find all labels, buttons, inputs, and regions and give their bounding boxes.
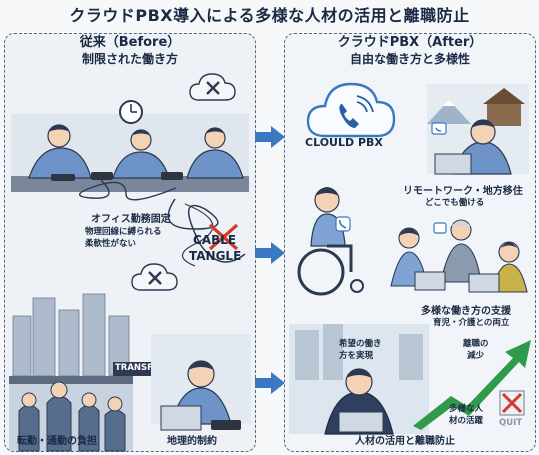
cable-word-1: CABLE bbox=[193, 233, 237, 247]
cloud-pbx-label: CLOULD PBX bbox=[305, 136, 383, 149]
growth-arrow bbox=[413, 340, 531, 430]
after-subheading: 自由な働き方と多様性 bbox=[349, 52, 470, 66]
before-subheading: 制限された働き方 bbox=[81, 52, 178, 66]
before-panel: 従来（Before） 制限された働き方 bbox=[4, 33, 256, 452]
disconnected-cloud-icon-2 bbox=[131, 263, 178, 291]
talent-line-1: 多様な人 bbox=[449, 404, 484, 414]
phone-badge-icon bbox=[335, 216, 351, 232]
office-desc-2: 柔軟性がない bbox=[85, 239, 137, 249]
remote-desc: どこでも働ける bbox=[425, 198, 485, 208]
remote-label: リモートワーク・地方移住 bbox=[403, 186, 523, 197]
transfer-label: TRANSFER bbox=[115, 363, 166, 373]
cable-tangle-illustration bbox=[167, 198, 246, 267]
before-heading: 従来（Before） bbox=[79, 35, 181, 50]
after-panel: クラウドPBX（After） 自由な働き方と多様性 CLOULD PBX リモー… bbox=[284, 33, 536, 452]
office-workers-illustration bbox=[11, 100, 249, 201]
city-commute-illustration bbox=[9, 293, 133, 452]
arrow-right-icon-2 bbox=[255, 242, 285, 264]
wheelchair-worker-illustration bbox=[297, 187, 364, 296]
disconnected-cloud-icon bbox=[189, 73, 236, 101]
office-desc-1: 物理回線に縛られる bbox=[85, 227, 162, 237]
hope-line-2: 方を実現 bbox=[339, 351, 374, 361]
diverse-team-illustration bbox=[390, 219, 528, 293]
office-label: オフィス勤務固定 bbox=[91, 214, 171, 225]
talent-line-2: 材の活躍 bbox=[449, 416, 484, 426]
after-heading: クラウドPBX（After） bbox=[337, 35, 483, 50]
geo-label: 地理的制約 bbox=[167, 436, 217, 447]
business-worker-illustration bbox=[289, 324, 429, 435]
chat-bubble-icon-2 bbox=[433, 222, 447, 234]
chat-bubble-icon bbox=[431, 122, 447, 135]
arrow-right-icon-3 bbox=[255, 372, 285, 394]
diverse-desc: 育児・介護との両立 bbox=[433, 318, 510, 328]
commute-label: 転勤・通勤の負担 bbox=[17, 436, 97, 447]
retire-line-1: 離職の bbox=[463, 339, 489, 349]
footer-label: 人材の活用と離職防止 bbox=[355, 436, 455, 447]
cloud-phone-icon bbox=[306, 82, 396, 138]
diverse-label: 多様な働き方の支援 bbox=[421, 306, 511, 317]
hope-line-1: 希望の働き bbox=[339, 339, 382, 349]
isolated-worker-illustration bbox=[151, 334, 251, 431]
arrow-right-icon-1 bbox=[255, 126, 285, 148]
retire-line-2: 減少 bbox=[467, 351, 485, 361]
transfer-arrow bbox=[113, 362, 163, 376]
cable-word-2: TANGLE bbox=[189, 249, 242, 263]
quit-label: QUIT bbox=[499, 418, 523, 428]
quit-crossed-icon bbox=[499, 390, 525, 416]
page-title: クラウドPBX導入による多様な人材の活用と離職防止 bbox=[69, 6, 470, 25]
